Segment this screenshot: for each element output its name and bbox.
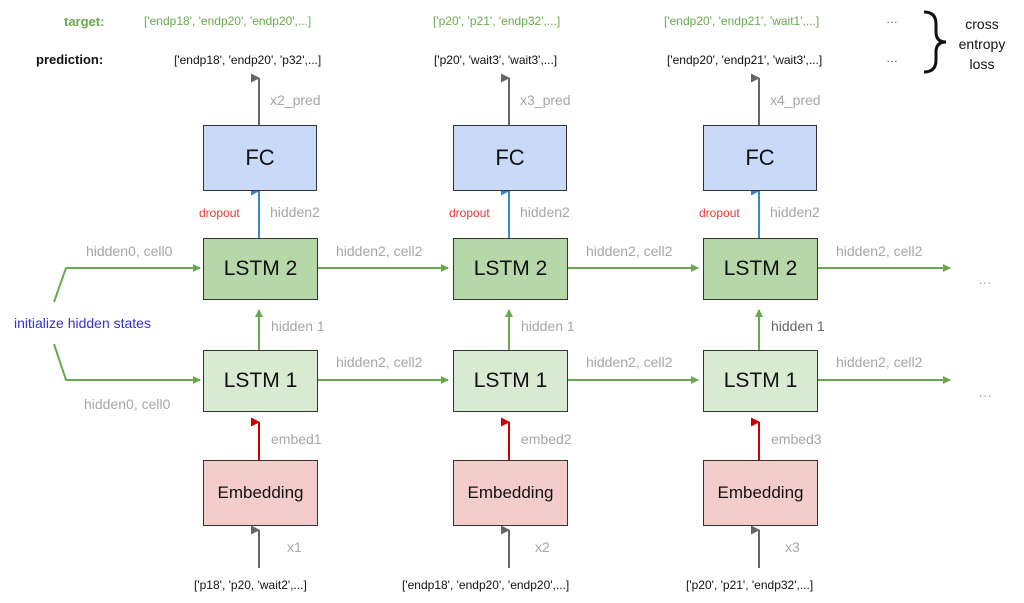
input-tokens-2: ['endp18', 'endp20', 'endp20',...] — [402, 578, 570, 592]
embedding-box-2: Embedding — [453, 460, 568, 526]
target-row-label: target: — [64, 14, 105, 29]
recurrent-label-l1-3: hidden2, cell2 — [836, 354, 923, 370]
initialize-hidden-states-label: initialize hidden states — [14, 315, 151, 331]
target-tokens-3: ['endp20', 'endp21', 'wait1',...] — [664, 14, 820, 28]
lstm1-box-2: LSTM 1 — [453, 350, 568, 412]
target-ellipsis: … — [886, 12, 898, 26]
recurrent-label-l2-1: hidden2, cell2 — [336, 243, 423, 259]
pred-label-1: x2_pred — [270, 92, 321, 108]
dropout-label-3: dropout — [699, 206, 740, 220]
embed-label-3: embed3 — [771, 431, 822, 447]
hidden2-label-2: hidden2 — [520, 204, 570, 220]
input-label-1: x1 — [287, 539, 302, 555]
input-label-2: x2 — [535, 539, 550, 555]
loss-label-line3: loss — [969, 56, 995, 72]
embedding-box-1: Embedding — [203, 460, 318, 526]
recurrent-label-l1-1: hidden2, cell2 — [336, 354, 423, 370]
lstm2-box-1: LSTM 2 — [203, 238, 318, 300]
input-tokens-1: ['p18', 'p20, 'wait2',...] — [194, 578, 307, 592]
ellipsis-l2: … — [978, 271, 992, 287]
pred-label-2: x3_pred — [520, 92, 571, 108]
ellipsis-l1: … — [978, 384, 992, 400]
embedding-box-3: Embedding — [703, 460, 818, 526]
dropout-label-1: dropout — [199, 206, 240, 220]
hidden1-label-1: hidden 1 — [271, 318, 325, 334]
lstm1-box-1: LSTM 1 — [203, 350, 318, 412]
fc-box-2: FC — [453, 125, 567, 191]
embed-label-2: embed2 — [521, 431, 572, 447]
lstm2-box-3: LSTM 2 — [703, 238, 818, 300]
init-bracket-top — [53, 264, 201, 303]
loss-brace-icon — [923, 10, 947, 74]
prediction-tokens-3: ['endp20', 'endp21', 'wait3',...] — [667, 53, 823, 67]
target-tokens-1: ['endp18', 'endp20', 'endp20',...] — [144, 14, 312, 28]
hidden2-label-1: hidden2 — [270, 204, 320, 220]
hidden1-label-2: hidden 1 — [521, 318, 575, 334]
recurrent-label-l2-2: hidden2, cell2 — [586, 243, 673, 259]
init-hidden0-cell0-top: hidden0, cell0 — [86, 243, 173, 259]
loss-label-line2: entropy — [958, 36, 1006, 52]
dropout-label-2: dropout — [449, 206, 490, 220]
target-tokens-2: ['p20', 'p21', 'endp32',...] — [433, 14, 561, 28]
prediction-tokens-2: ['p20', 'wait3', 'wait3',...] — [434, 53, 558, 67]
input-label-3: x3 — [785, 539, 800, 555]
pred-label-3: x4_pred — [770, 92, 821, 108]
fc-box-3: FC — [703, 125, 817, 191]
hidden1-label-3: hidden 1 — [771, 318, 825, 334]
loss-label-line1: cross — [965, 16, 999, 32]
loss-label: cross entropy loss — [952, 14, 1012, 74]
lstm2-box-2: LSTM 2 — [453, 238, 568, 300]
recurrent-label-l2-3: hidden2, cell2 — [836, 243, 923, 259]
input-tokens-3: ['p20', 'p21', 'endp32',...] — [686, 578, 814, 592]
hidden2-label-3: hidden2 — [770, 204, 820, 220]
init-bracket-bottom — [53, 343, 201, 384]
fc-box-1: FC — [203, 125, 317, 191]
init-hidden0-cell0-bottom: hidden0, cell0 — [84, 396, 171, 412]
lstm1-box-3: LSTM 1 — [703, 350, 818, 412]
prediction-ellipsis: … — [886, 51, 898, 65]
prediction-tokens-1: ['endp18', 'endp20', 'p32',...] — [174, 53, 322, 67]
prediction-row-label: prediction: — [36, 52, 104, 67]
embed-label-1: embed1 — [271, 431, 322, 447]
recurrent-label-l1-2: hidden2, cell2 — [586, 354, 673, 370]
